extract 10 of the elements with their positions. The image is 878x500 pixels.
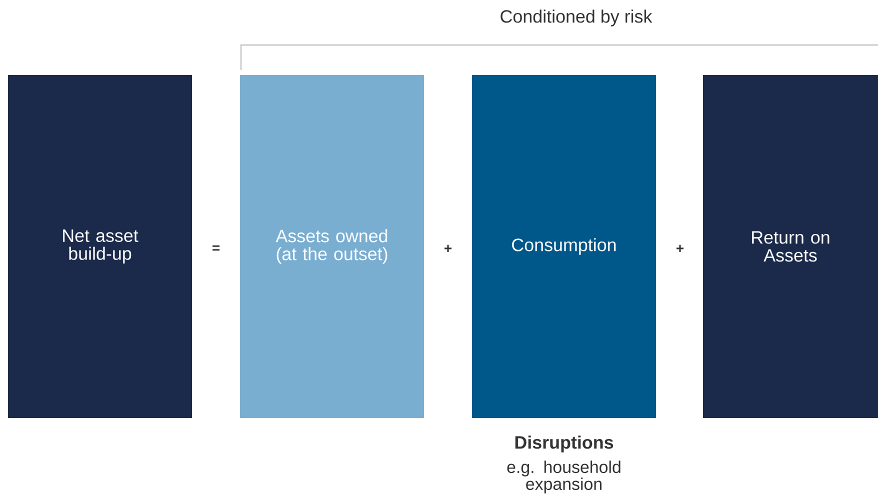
block: Assets owned (at the outset): [240, 74, 424, 418]
heading: Conditioned by risk: [500, 10, 652, 26]
block: Consumption: [472, 74, 656, 418]
block: Return on Assets: [703, 74, 878, 418]
plus-sign: +: [676, 244, 684, 252]
plus-sign: +: [444, 244, 452, 252]
equals-sign: =: [212, 245, 220, 251]
block: Net asset build-up: [8, 74, 192, 418]
caption-heading: Disruptions: [515, 436, 614, 452]
caption-text: e.g. household expansion: [507, 460, 620, 494]
